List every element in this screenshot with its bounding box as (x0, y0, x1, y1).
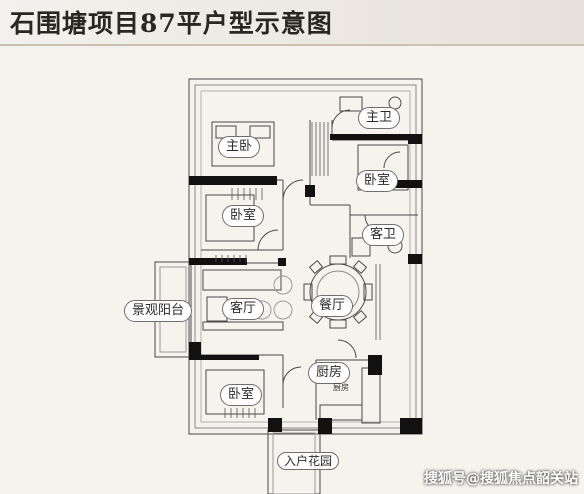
watermark: 搜狐号@搜狐焦点韶关站 (424, 471, 578, 487)
tv-cabinet (202, 321, 284, 331)
page-title: 石围塘项目87平户型示意图 (10, 9, 333, 38)
label-dining-room: 餐厅 (311, 295, 354, 317)
living-sofa (202, 269, 282, 291)
master-bed (211, 121, 275, 167)
sw-bed (205, 369, 265, 415)
kitchen-tag: 厨房 (333, 383, 349, 392)
label-master-bath: 主卫 (358, 107, 401, 129)
label-entry-garden: 入户花园 (277, 452, 340, 470)
wardrobe-hatching (215, 122, 381, 418)
label-bedroom-w: 卧室 (222, 205, 265, 227)
label-master-bedroom: 主卧 (218, 136, 261, 158)
label-bedroom-sw: 卧室 (220, 384, 263, 406)
dining-table (303, 255, 373, 329)
outer-boundary (188, 78, 423, 435)
label-bedroom-ne: 卧室 (356, 170, 399, 192)
label-guest-bath: 客卫 (362, 224, 405, 246)
door-swings (257, 109, 401, 386)
structural-walls (189, 134, 422, 434)
header-divider (0, 44, 584, 46)
label-kitchen: 厨房 (308, 362, 351, 384)
guest-bath-fixture (351, 237, 371, 257)
header-bar (0, 0, 584, 44)
master-bath-fixture (339, 96, 363, 112)
label-living-room: 客厅 (222, 298, 265, 320)
label-balcony: 景观阳台 (124, 300, 193, 322)
kitchen-counter (361, 367, 381, 424)
